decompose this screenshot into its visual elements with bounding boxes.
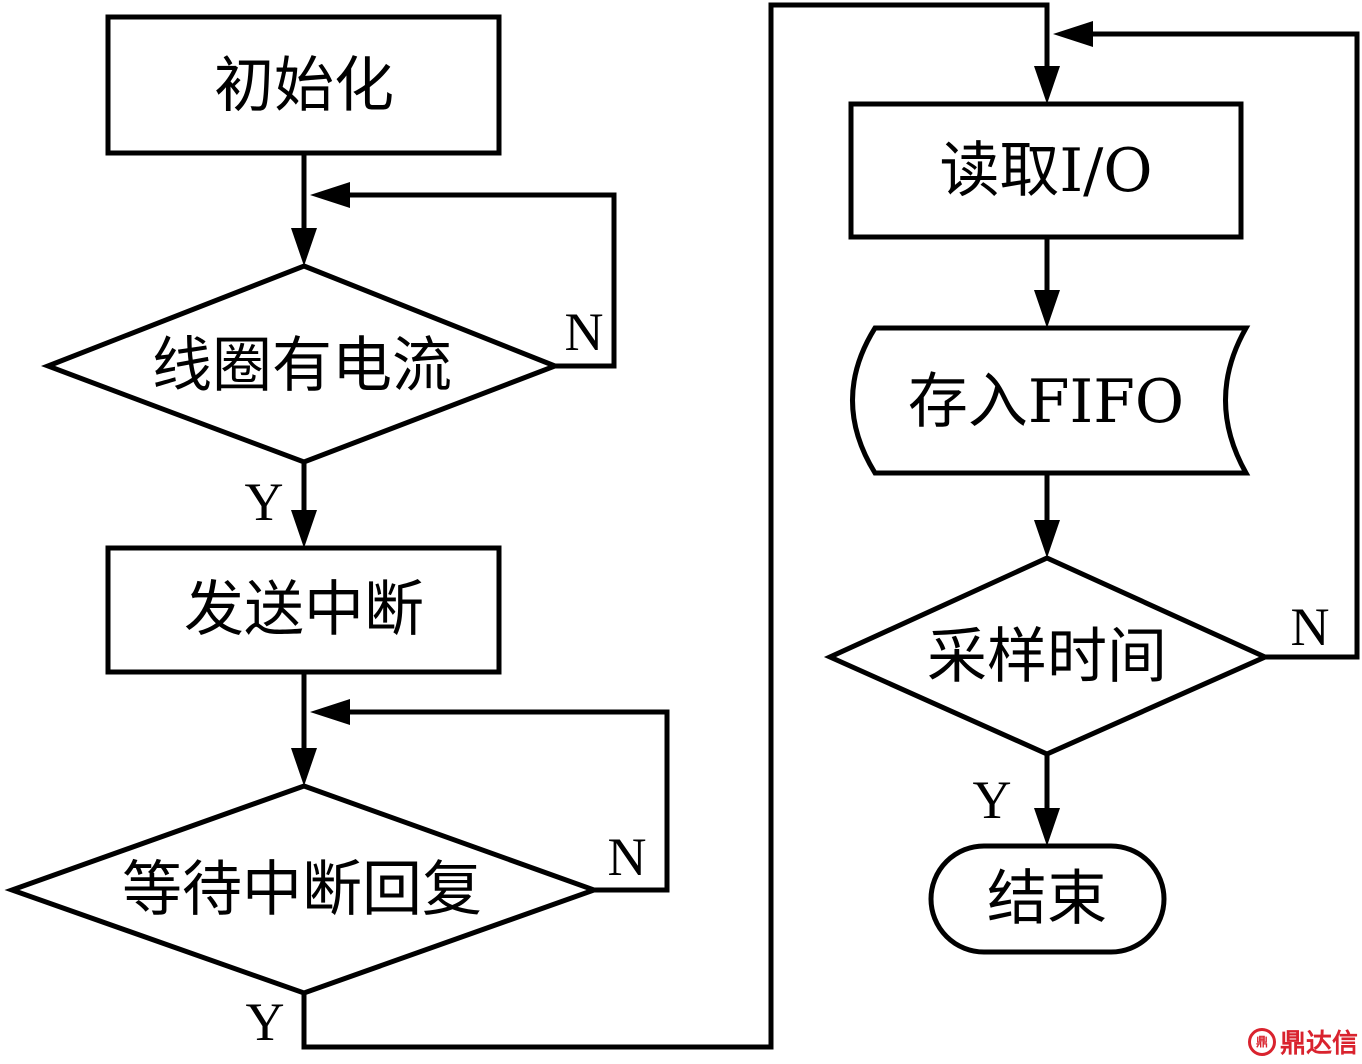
- edge-label-sample-yes: Y: [973, 770, 1012, 830]
- dingdaxin-logo-icon: 鼎: [1247, 1027, 1276, 1056]
- arrow-left-icon: [1053, 21, 1093, 47]
- node-end: 结束: [928, 843, 1167, 955]
- process-box: [848, 101, 1244, 240]
- node-read-io-label: 读取I/O: [939, 136, 1152, 206]
- arrow-down-icon: [291, 510, 317, 548]
- arrow-down-icon: [1034, 290, 1060, 328]
- decision-diamond: [4, 783, 602, 996]
- node-init-label: 初始化: [214, 51, 394, 121]
- process-box: [105, 545, 502, 675]
- node-store-fifo: 存入FIFO: [850, 325, 1251, 476]
- flow-coil-no-loop: [348, 192, 617, 369]
- node-coil-current-label: 线圈有电流: [152, 331, 452, 401]
- node-send-interrupt: 发送中断: [105, 545, 502, 675]
- process-box: [105, 14, 502, 156]
- node-sample-time: 采样时间: [823, 555, 1272, 757]
- flow-wait-yes: [301, 2, 1050, 1050]
- edge-label-wait-no: N: [608, 827, 647, 887]
- watermark-logo: 鼎 鼎达信: [1247, 1023, 1358, 1060]
- arrow-down-icon: [1034, 66, 1060, 104]
- watermark-logo-text: 鼎达信: [1279, 1029, 1358, 1059]
- terminator-shape: [928, 843, 1167, 955]
- edge-label-sample-no: N: [1291, 597, 1330, 657]
- node-init: 初始化: [105, 14, 502, 156]
- edge-labels: N Y N Y N Y: [245, 302, 1330, 1052]
- arrow-down-icon: [291, 228, 317, 266]
- arrow-left-icon: [310, 699, 350, 725]
- node-store-fifo-label: 存入FIFO: [908, 367, 1184, 437]
- edge-label-wait-yes: Y: [246, 992, 285, 1052]
- decision-diamond: [823, 555, 1272, 757]
- node-send-interrupt-label: 发送中断: [184, 575, 424, 645]
- arrow-down-icon: [291, 748, 317, 786]
- edge-label-coil-yes: Y: [245, 472, 284, 532]
- node-sample-time-label: 采样时间: [927, 622, 1167, 692]
- arrow-down-icon: [1034, 808, 1060, 846]
- node-coil-current: 线圈有电流: [41, 263, 562, 465]
- storage-shape: [850, 325, 1251, 476]
- flow-sample-no-loop: [1091, 31, 1360, 660]
- arrow-down-icon: [1034, 520, 1060, 558]
- edge-label-coil-no: N: [565, 302, 604, 362]
- arrow-left-icon: [310, 182, 350, 208]
- connectors: [291, 2, 1360, 1050]
- node-wait-interrupt-reply-label: 等待中断回复: [122, 855, 482, 925]
- node-read-io: 读取I/O: [848, 101, 1244, 240]
- flow-wait-no-loop: [348, 709, 670, 893]
- node-wait-interrupt-reply: 等待中断回复: [4, 783, 602, 996]
- node-end-label: 结束: [987, 864, 1107, 934]
- decision-diamond: [41, 263, 562, 465]
